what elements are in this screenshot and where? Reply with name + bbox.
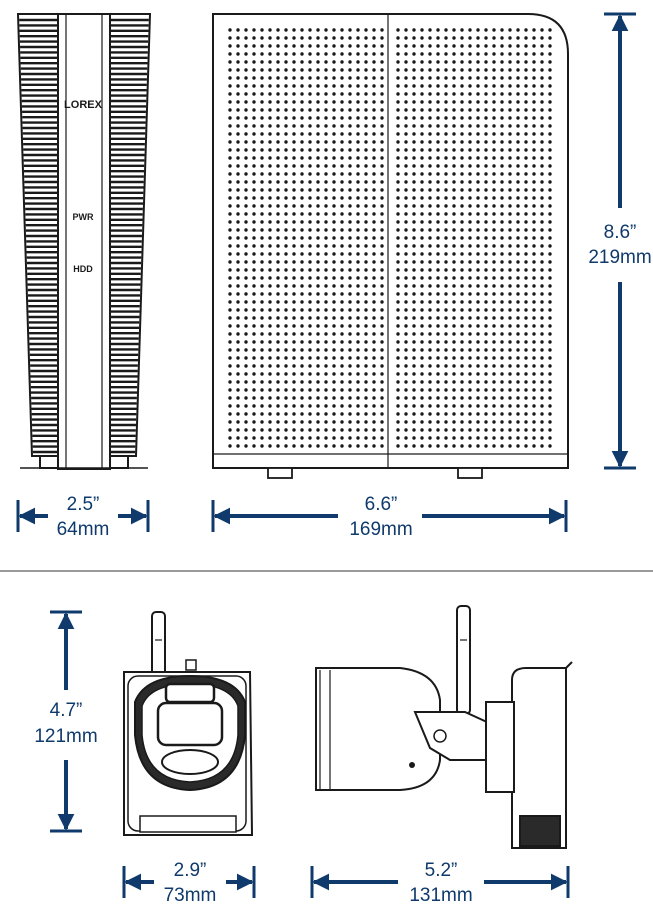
camera-depth-mm: 131mm <box>409 885 472 906</box>
nvr-power-label: PWR <box>73 212 94 222</box>
camera-width-dimension: 2.9” 73mm <box>122 860 256 906</box>
camera-height-mm: 121mm <box>34 726 97 747</box>
camera-side-view <box>315 605 573 849</box>
camera-height-inches: 4.7” <box>50 700 83 721</box>
camera-height-dimension: 4.7” 121mm <box>34 610 98 833</box>
nvr-height-mm: 219mm <box>588 247 651 268</box>
nvr-width-inches: 2.5” <box>67 494 100 515</box>
camera-width-inches: 2.9” <box>174 860 207 881</box>
camera-front-view <box>123 611 254 836</box>
nvr-depth-inches: 6.6” <box>365 494 398 515</box>
nvr-height-inches: 8.6” <box>604 222 637 243</box>
camera-width-mm: 73mm <box>164 885 217 906</box>
nvr-depth-dimension: 6.6” 169mm <box>211 494 568 540</box>
nvr-vent-holes <box>228 28 552 448</box>
nvr-front-view: LOREX PWR HDD <box>16 13 152 470</box>
camera-depth-dimension: 5.2” 131mm <box>310 860 570 906</box>
nvr-hdd-label: HDD <box>73 264 93 274</box>
camera-depth-inches: 5.2” <box>425 860 458 881</box>
nvr-height-dimension: 8.6” 219mm <box>588 12 652 470</box>
nvr-width-dimension: 2.5” 64mm <box>16 494 150 540</box>
nvr-brand-logo: LOREX <box>64 99 103 111</box>
nvr-side-view <box>212 13 569 479</box>
nvr-depth-mm: 169mm <box>349 519 412 540</box>
nvr-vent-fins <box>19 18 149 454</box>
nvr-width-mm: 64mm <box>57 519 110 540</box>
